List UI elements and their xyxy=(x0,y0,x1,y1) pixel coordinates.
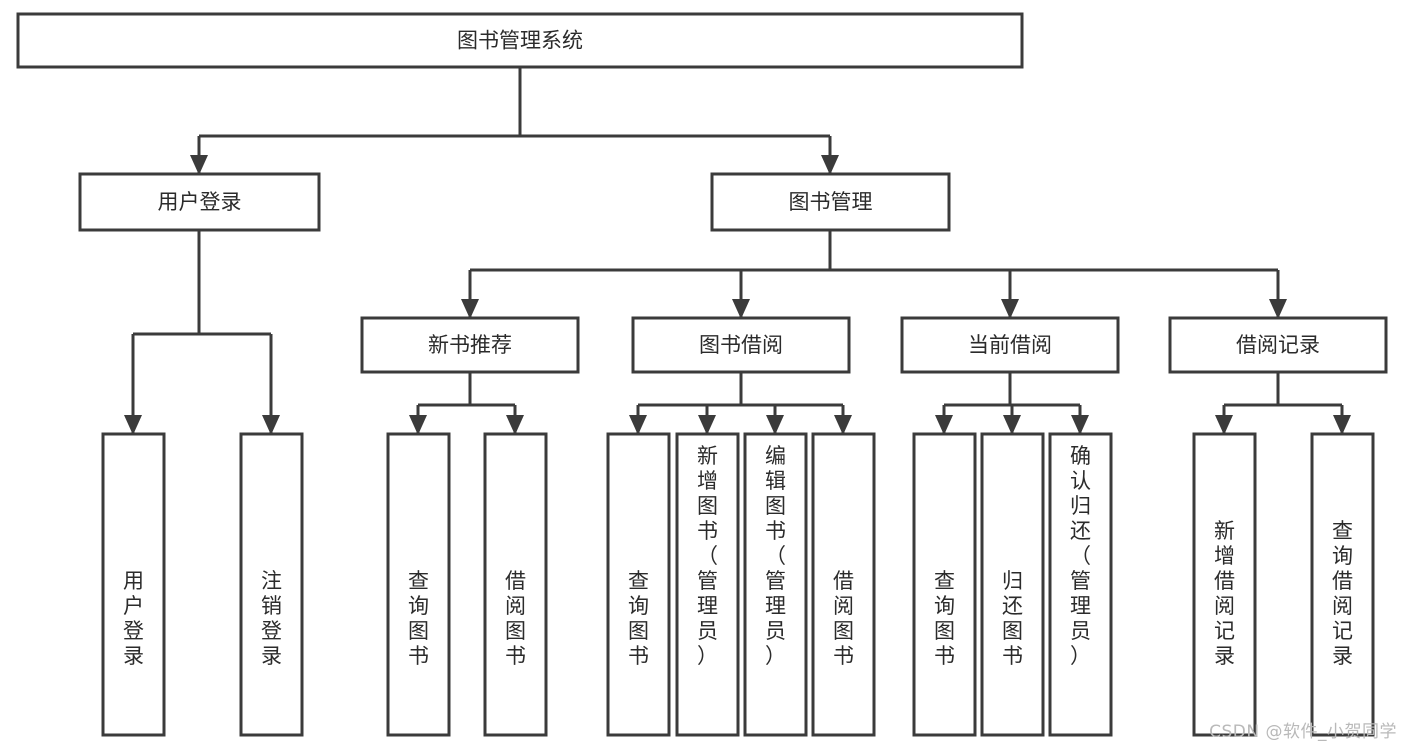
leaf-node[interactable]: 注销登录 xyxy=(239,432,304,737)
level3-box[interactable] xyxy=(1168,316,1388,374)
level3-node[interactable]: 新书推荐 xyxy=(360,316,580,374)
level3-label: 当前借阅 xyxy=(968,333,1052,357)
arrow-head-icon xyxy=(935,415,953,435)
level3-box[interactable] xyxy=(360,316,580,374)
level3-node[interactable]: 当前借阅 xyxy=(900,316,1120,374)
level2-box[interactable] xyxy=(78,172,321,232)
level3-label: 新书推荐 xyxy=(428,333,512,357)
arrow-head-icon xyxy=(1269,299,1287,319)
root-node[interactable]: 图书管理系统 xyxy=(16,12,1024,69)
leaf-box[interactable] xyxy=(675,432,740,737)
arrow-head-icon xyxy=(698,415,716,435)
leaf-box[interactable] xyxy=(743,432,808,737)
leaf-node[interactable]: 编辑图书（管理员） xyxy=(743,432,808,737)
leaf-node[interactable]: 查询图书 xyxy=(606,432,671,737)
leaf-label: 查询图书 xyxy=(934,569,955,668)
leaf-box[interactable] xyxy=(1192,432,1257,737)
level3-box[interactable] xyxy=(900,316,1120,374)
connector-layer xyxy=(124,67,1351,435)
level3-box[interactable] xyxy=(631,316,851,374)
leaf-label: 编辑图书（管理员） xyxy=(765,444,786,668)
connector-group xyxy=(409,372,524,435)
connector-group xyxy=(935,372,1089,435)
leaf-label: 借阅图书 xyxy=(505,569,526,668)
leaf-box[interactable] xyxy=(980,432,1045,737)
level2-node[interactable]: 用户登录 xyxy=(78,172,321,232)
level3-label: 借阅记录 xyxy=(1236,333,1320,357)
level2-label: 图书管理 xyxy=(789,190,873,214)
leaf-node[interactable]: 查询借阅记录 xyxy=(1310,432,1375,737)
arrow-head-icon xyxy=(461,299,479,319)
arrow-head-icon xyxy=(1071,415,1089,435)
arrow-head-icon xyxy=(766,415,784,435)
connector-group xyxy=(124,230,280,435)
connector-group xyxy=(629,372,852,435)
arrow-head-icon xyxy=(629,415,647,435)
leaf-box[interactable] xyxy=(239,432,304,737)
level3-label: 图书借阅 xyxy=(699,333,783,357)
leaf-box[interactable] xyxy=(1310,432,1375,737)
leaf-label: 用户登录 xyxy=(123,569,144,668)
arrow-head-icon xyxy=(1003,415,1021,435)
leaf-label: 查询图书 xyxy=(628,569,649,668)
level3-node[interactable]: 图书借阅 xyxy=(631,316,851,374)
leaf-node[interactable]: 确认归还（管理员） xyxy=(1048,432,1113,737)
leaf-box[interactable] xyxy=(1048,432,1113,737)
arrow-head-icon xyxy=(262,415,280,435)
arrow-head-icon xyxy=(834,415,852,435)
leaf-label: 注销登录 xyxy=(261,569,282,668)
leaf-node[interactable]: 查询图书 xyxy=(912,432,977,737)
connector-group xyxy=(461,230,1287,319)
leaf-label: 新增借阅记录 xyxy=(1214,519,1235,668)
leaf-label: 归还图书 xyxy=(1002,569,1023,668)
arrow-head-icon xyxy=(821,155,839,175)
root-box[interactable] xyxy=(16,12,1024,69)
level2-box[interactable] xyxy=(710,172,951,232)
leaf-box[interactable] xyxy=(606,432,671,737)
arrow-head-icon xyxy=(1333,415,1351,435)
leaf-box[interactable] xyxy=(811,432,876,737)
arrow-head-icon xyxy=(124,415,142,435)
arrow-head-icon xyxy=(506,415,524,435)
leaf-label: 确认归还（管理员） xyxy=(1070,444,1091,668)
connector-group xyxy=(190,67,839,175)
leaf-box[interactable] xyxy=(101,432,166,737)
arrow-head-icon xyxy=(732,299,750,319)
arrow-head-icon xyxy=(1215,415,1233,435)
arrow-head-icon xyxy=(409,415,427,435)
leaf-label: 查询图书 xyxy=(408,569,429,668)
arrow-head-icon xyxy=(190,155,208,175)
leaf-box[interactable] xyxy=(386,432,451,737)
arrow-head-icon xyxy=(1001,299,1019,319)
leaf-label: 查询借阅记录 xyxy=(1332,519,1353,668)
root-label: 图书管理系统 xyxy=(457,29,583,53)
level3-node[interactable]: 借阅记录 xyxy=(1168,316,1388,374)
watermark-label: CSDN @软件_小贺同学 xyxy=(1209,722,1397,742)
leaf-node[interactable]: 新增图书（管理员） xyxy=(675,432,740,737)
leaf-box[interactable] xyxy=(483,432,548,737)
leaf-box[interactable] xyxy=(912,432,977,737)
node-layer: 图书管理系统用户登录图书管理新书推荐图书借阅当前借阅借阅记录用户登录注销登录查询… xyxy=(16,12,1388,737)
leaf-node[interactable]: 借阅图书 xyxy=(483,432,548,737)
leaf-label: 新增图书（管理员） xyxy=(697,444,718,668)
leaf-label: 借阅图书 xyxy=(833,569,854,668)
level2-node[interactable]: 图书管理 xyxy=(710,172,951,232)
leaf-node[interactable]: 查询图书 xyxy=(386,432,451,737)
leaf-node[interactable]: 归还图书 xyxy=(980,432,1045,737)
leaf-node[interactable]: 新增借阅记录 xyxy=(1192,432,1257,737)
leaf-node[interactable]: 借阅图书 xyxy=(811,432,876,737)
connector-group xyxy=(1215,372,1351,435)
leaf-node[interactable]: 用户登录 xyxy=(101,432,166,737)
level2-label: 用户登录 xyxy=(158,190,242,214)
